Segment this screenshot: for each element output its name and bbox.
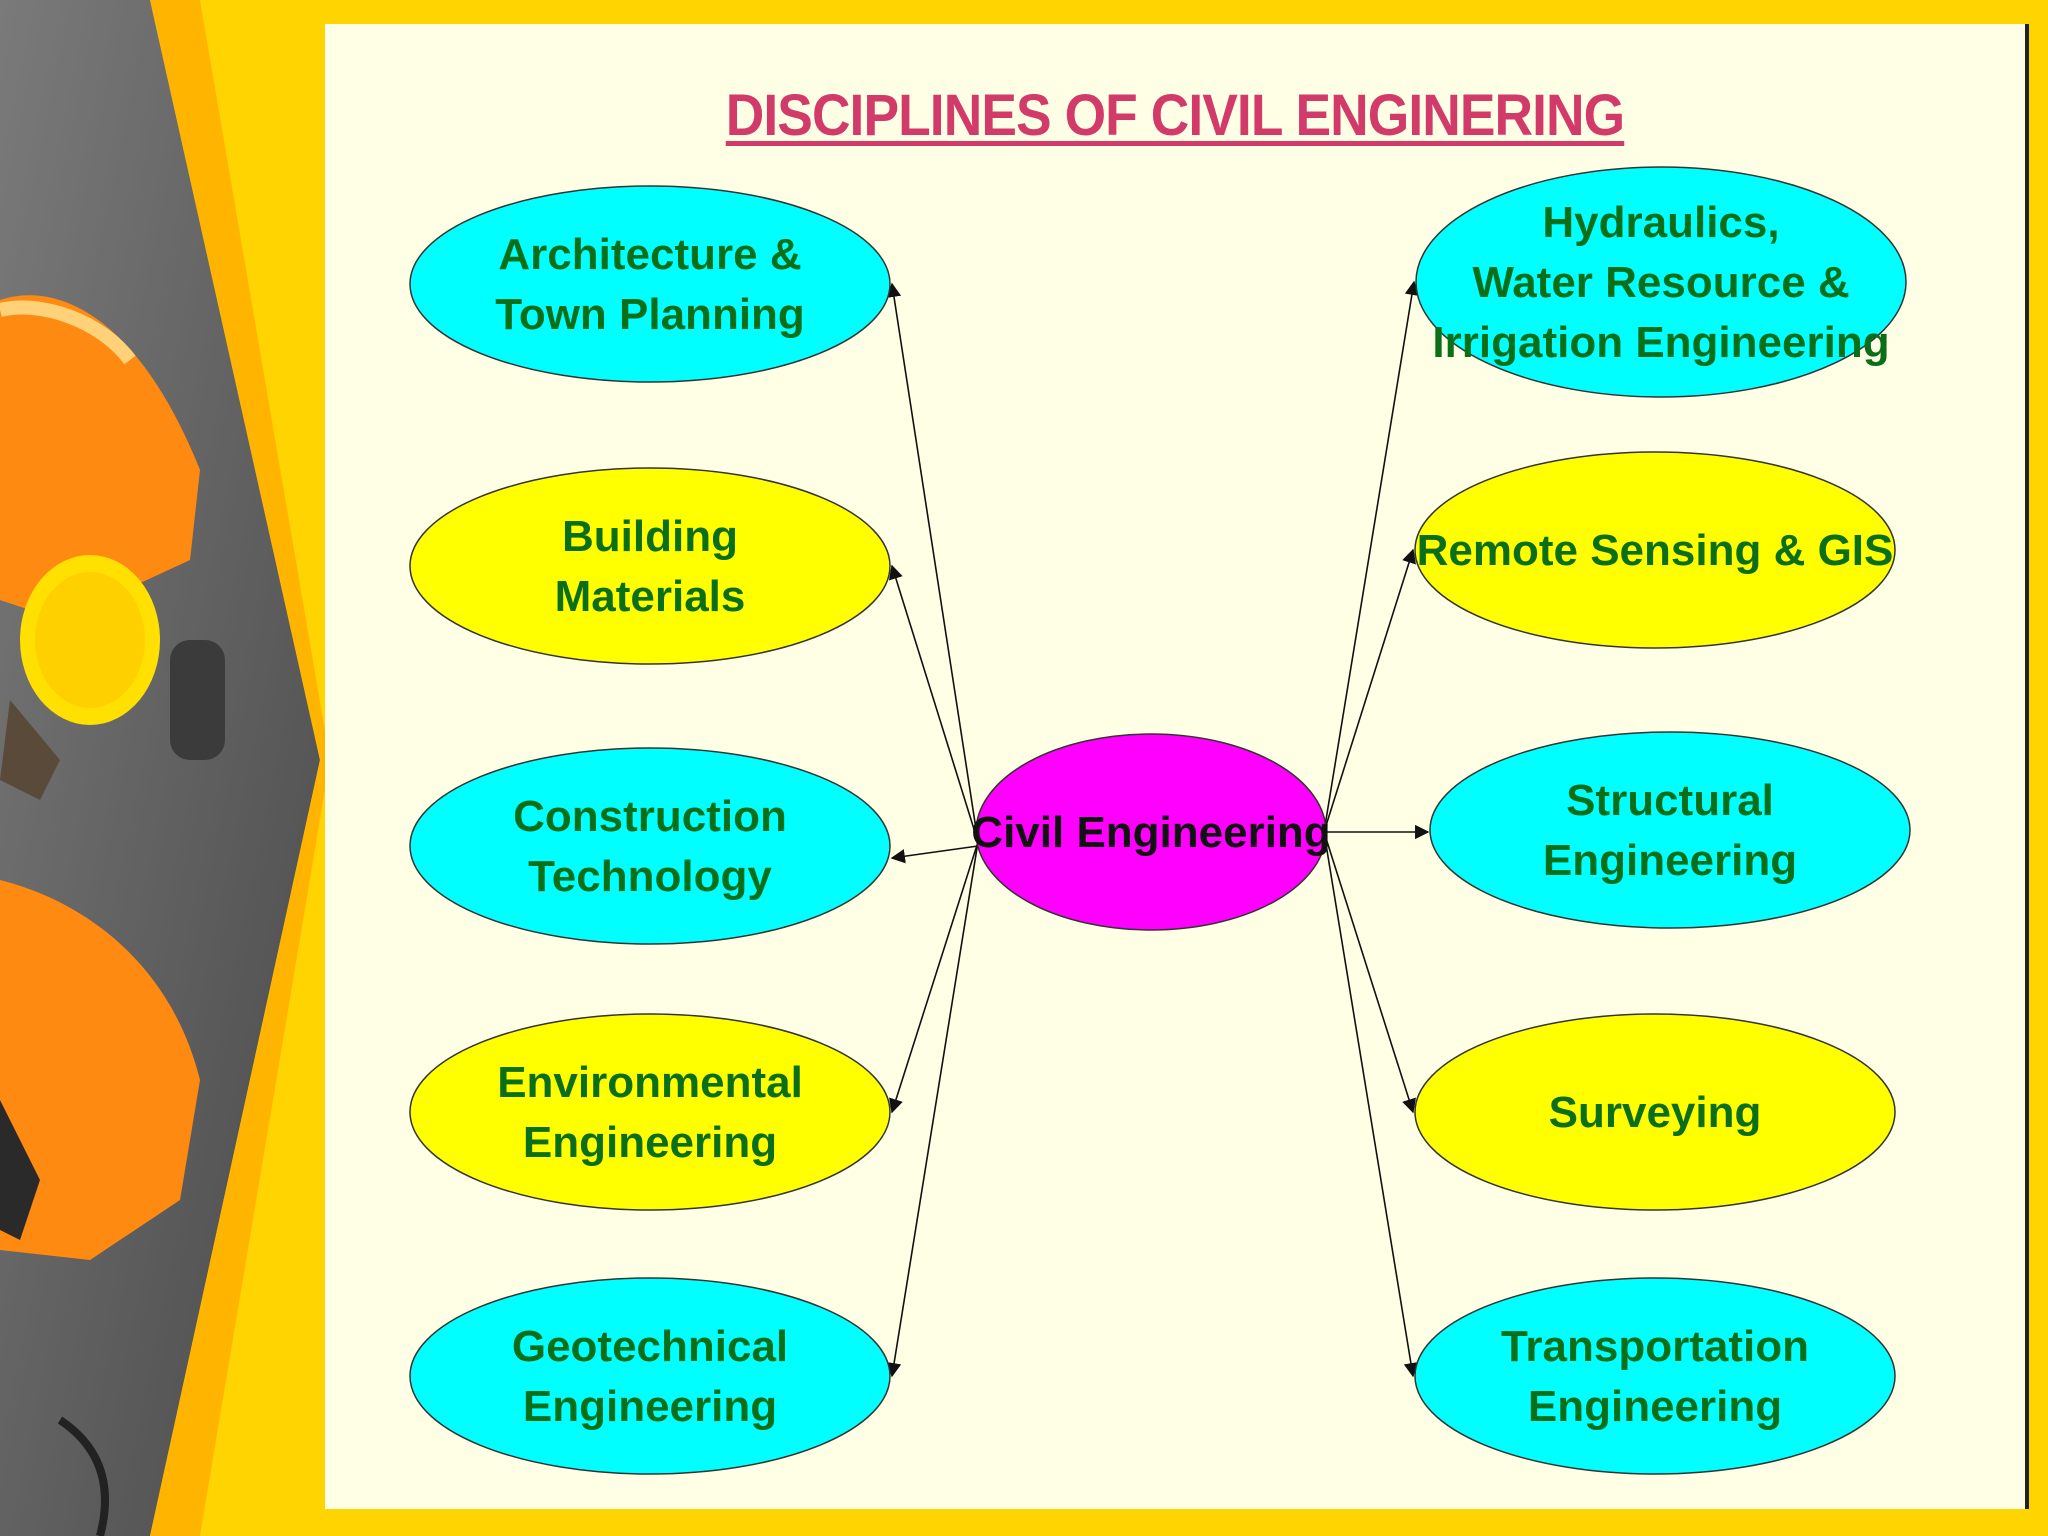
arrow-to-hydraulics-water-resource-irrigation-engineering <box>1323 280 1420 833</box>
node-construction-technology-label-1: Technology <box>528 852 772 901</box>
construction-worker-photo <box>0 0 330 1536</box>
page-title: DISCIPLINES OF CIVIL ENGINERING <box>725 83 1625 148</box>
node-surveying: Surveying <box>1414 1013 1896 1211</box>
node-environmental-engineering-label-0: Environmental <box>497 1058 803 1107</box>
node-building-materials-label-1: Materials <box>555 572 746 621</box>
arrow-to-building-materials <box>888 564 979 843</box>
node-architecture-town-planning-label-0: Architecture & <box>498 230 801 279</box>
node-geotechnical-engineering-label-1: Engineering <box>523 1382 777 1431</box>
node-remote-sensing-gis-label-0: Remote Sensing & GIS <box>1417 526 1894 575</box>
node-architecture-town-planning-ellipse <box>409 185 891 383</box>
arrow-to-environmental-engineering <box>889 841 979 1114</box>
node-structural-engineering-label-0: Structural <box>1566 776 1774 825</box>
arrow-to-transportation-engineering <box>1323 831 1419 1378</box>
node-transportation-engineering-label-0: Transportation <box>1501 1322 1809 1371</box>
node-surveying-label-0: Surveying <box>1549 1088 1762 1137</box>
node-environmental-engineering-ellipse <box>409 1013 891 1211</box>
node-transportation-engineering-label-1: Engineering <box>1528 1382 1782 1431</box>
node-surveying-ellipse <box>1414 1013 1896 1211</box>
slide-panel: DISCIPLINES OF CIVIL ENGINERING Architec… <box>325 24 2029 1509</box>
arrow-to-architecture-town-planning <box>886 282 979 843</box>
node-structural-engineering-label-1: Engineering <box>1543 836 1797 885</box>
node-environmental-engineering-label-1: Engineering <box>523 1118 777 1167</box>
node-hydraulics-water-resource-irrigation-engineering-label-0: Hydraulics, <box>1542 198 1779 247</box>
arrow-to-remote-sensing-gis <box>1323 548 1416 833</box>
node-building-materials-label-0: Building <box>562 512 738 561</box>
node-remote-sensing-gis: Remote Sensing & GIS <box>1414 451 1896 649</box>
node-hydraulics-water-resource-irrigation-engineering-label-2: Irrigation Engineering <box>1432 318 1889 367</box>
node-hydraulics-water-resource-irrigation-engineering-ellipse <box>1415 166 1907 398</box>
node-remote-sensing-gis-ellipse <box>1414 451 1896 649</box>
center-node-civil-engineering-ellipse <box>975 733 1327 931</box>
node-structural-engineering-ellipse <box>1429 731 1911 929</box>
node-geotechnical-engineering-ellipse <box>409 1277 891 1475</box>
arrow-to-geotechnical-engineering <box>886 841 979 1378</box>
disciplines-diagram: Architecture & Town PlanningBuildingMater… <box>409 166 1911 1475</box>
arrow-to-construction-technology <box>890 845 979 864</box>
node-architecture-town-planning: Architecture & Town Planning <box>409 185 891 383</box>
center-node-civil-engineering: Civil Engineering <box>971 733 1331 931</box>
node-construction-technology-ellipse <box>409 747 891 945</box>
node-building-materials-ellipse <box>409 467 891 665</box>
node-construction-technology-label-0: Construction <box>513 792 787 841</box>
node-hydraulics-water-resource-irrigation-engineering: Hydraulics, Water Resource & Irrigation En… <box>1415 166 1907 398</box>
node-hydraulics-water-resource-irrigation-engineering-label-1: Water Resource & <box>1472 258 1849 307</box>
node-geotechnical-engineering-label-0: Geotechnical <box>512 1322 788 1371</box>
arrow-to-surveying <box>1323 831 1416 1114</box>
node-transportation-engineering-ellipse <box>1414 1277 1896 1475</box>
node-architecture-town-planning-label-1: Town Planning <box>495 290 805 339</box>
center-node-civil-engineering-label-0: Civil Engineering <box>971 808 1330 857</box>
